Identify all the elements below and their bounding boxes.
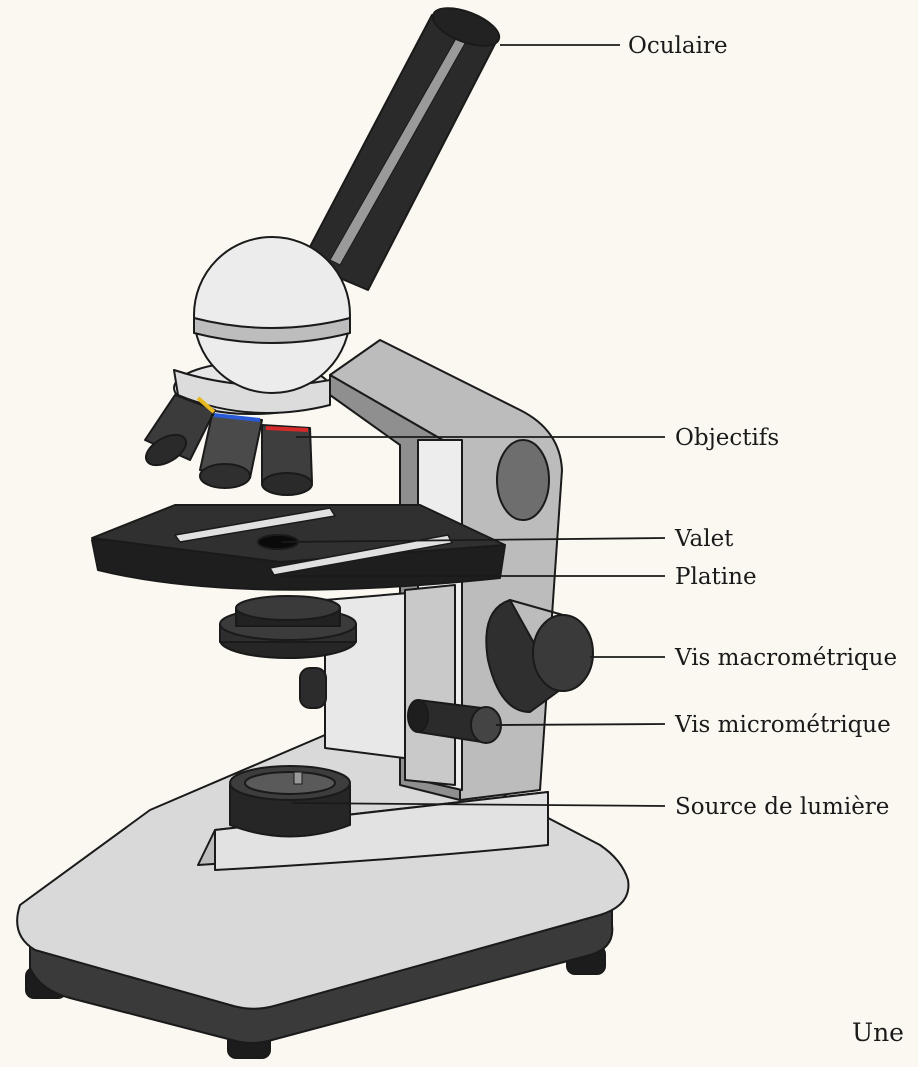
label-vis-macrometrique: Vis macrométrique (674, 645, 897, 671)
label-valet: Valet (674, 526, 734, 552)
light-source (230, 766, 350, 837)
labels: Oculaire Objectifs Valet Platine Vis mac… (628, 33, 897, 820)
objective-blue (200, 415, 262, 488)
label-objectifs: Objectifs (675, 425, 779, 451)
leader-vis-micro (496, 724, 665, 725)
caption-text: Une (852, 1018, 904, 1047)
eyepiece-tube (302, 0, 504, 290)
label-oculaire: Oculaire (628, 33, 728, 59)
label-vis-micrometrique: Vis micrométrique (674, 712, 891, 738)
microscope (17, 0, 628, 1058)
label-platine: Platine (675, 564, 757, 590)
objective-red (262, 425, 312, 495)
microscope-head (174, 237, 350, 414)
label-source-de-lumiere: Source de lumière (675, 794, 889, 820)
